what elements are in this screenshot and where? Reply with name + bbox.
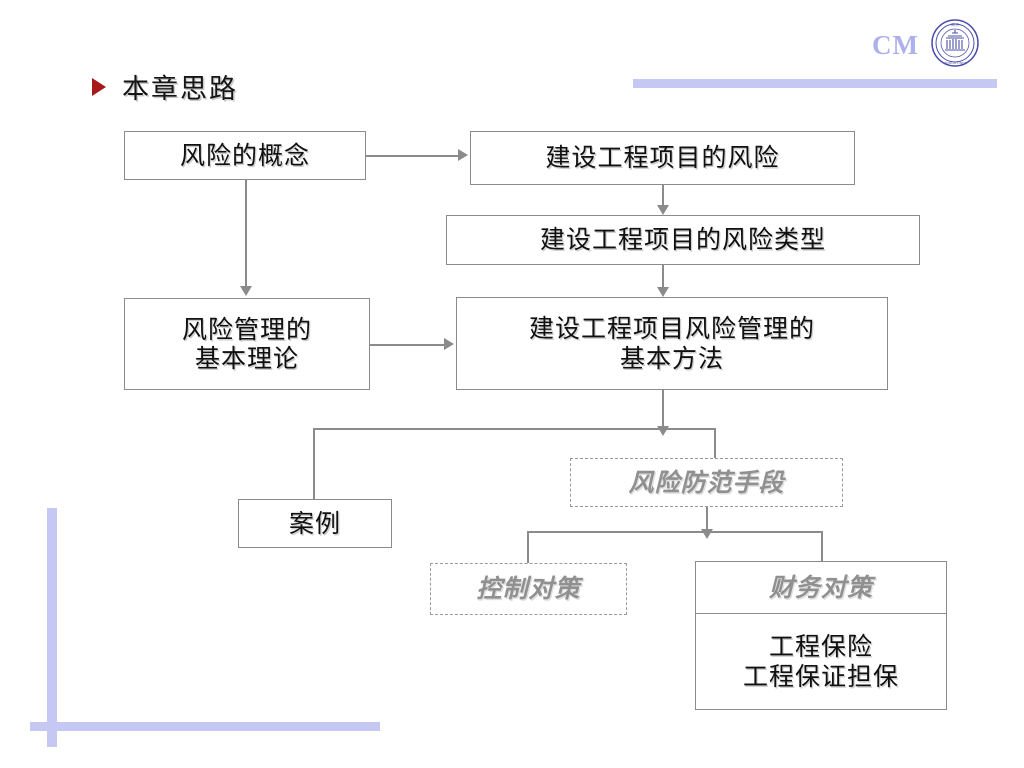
node-line: 控制对策	[476, 574, 581, 604]
connector-prevention-down	[706, 507, 708, 529]
node-line: 工程保险	[768, 632, 873, 661]
tongji-university-seal-icon: 同 济 TONGJI UNIV	[931, 19, 979, 67]
connector-projectrisk-to-types	[662, 185, 664, 205]
node-line: 建设工程项目的风险类型	[539, 225, 826, 255]
connector-bus-to-case	[313, 428, 315, 499]
slide-title-row: 本章思路	[92, 67, 238, 106]
page-title: 本章思路	[122, 74, 238, 105]
connector-bus-methods-split	[313, 428, 715, 430]
connector-concept-to-theory	[245, 180, 247, 286]
decor-horizontal-bar	[30, 722, 380, 731]
node-financial-measures[interactable]: 财务对策 工程保险 工程保证担保	[695, 561, 947, 710]
node-project-risk[interactable]: 建设工程项目的风险	[470, 131, 855, 185]
arrowhead-prevention-down	[701, 529, 713, 539]
node-line: 基本理论	[194, 344, 299, 373]
node-case-study[interactable]: 案例	[238, 499, 392, 548]
node-risk-mgmt-theory[interactable]: 风险管理的 基本理论	[124, 298, 370, 390]
node-risk-concept[interactable]: 风险的概念	[124, 131, 366, 180]
triangle-bullet-icon	[92, 77, 106, 96]
node-control-measures[interactable]: 控制对策	[430, 563, 627, 615]
arrowhead-concept-to-theory	[240, 286, 252, 296]
connector-types-to-methods	[662, 265, 664, 287]
svg-text:同 济: 同 济	[951, 22, 959, 27]
node-risk-prevention[interactable]: 风险防范手段	[570, 458, 843, 507]
connector-methods-down	[662, 390, 664, 426]
financial-measures-header: 财务对策	[696, 562, 946, 614]
arrowhead-methods-down	[657, 426, 669, 436]
node-line: 建设工程项目的风险	[545, 143, 780, 173]
decor-vertical-bar	[47, 508, 57, 747]
node-line: 风险管理的	[181, 314, 312, 344]
node-line: 风险防范手段	[628, 467, 785, 497]
node-line: 案例	[288, 508, 341, 538]
node-line: 风险的概念	[179, 140, 310, 170]
arrowhead-concept-to-projectrisk	[458, 149, 468, 161]
header-accent-bar	[633, 79, 997, 88]
connector-bus-prevention-split	[527, 531, 822, 533]
connector-bus-to-prevention	[714, 428, 716, 459]
arrowhead-projectrisk-to-types	[657, 205, 669, 215]
brand-label: CM	[872, 30, 919, 60]
svg-text:TONGJI UNIV: TONGJI UNIV	[944, 61, 966, 65]
node-line: 基本方法	[619, 343, 724, 373]
node-line: 建设工程项目风险管理的	[528, 314, 815, 343]
node-risk-mgmt-methods[interactable]: 建设工程项目风险管理的 基本方法	[456, 297, 888, 390]
arrowhead-theory-to-methods	[444, 338, 454, 350]
connector-concept-to-projectrisk	[366, 155, 458, 157]
connector-bus-to-financial	[821, 531, 823, 561]
connector-theory-to-methods	[370, 344, 444, 346]
arrowhead-types-to-methods	[657, 287, 669, 297]
node-line: 工程保证担保	[742, 661, 899, 691]
connector-bus-to-control	[527, 531, 529, 563]
financial-measures-body: 工程保险 工程保证担保	[696, 614, 946, 709]
node-project-risk-types[interactable]: 建设工程项目的风险类型	[446, 215, 920, 265]
